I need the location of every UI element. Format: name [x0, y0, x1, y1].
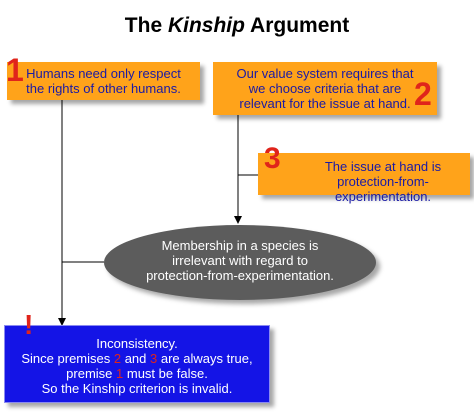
premise-3-number: 3	[264, 142, 281, 175]
premise-1-box: Humans need only respect the rights of o…	[7, 62, 200, 100]
premise-2-line-3: relevant for the issue at hand.	[239, 96, 411, 111]
premise-2-box: Our value system requires that we choose…	[213, 62, 437, 115]
inconsistency-line-4: So the Kinship criterion is invalid.	[41, 381, 233, 396]
inconsistency-line-1: Inconsistency.	[96, 336, 178, 351]
premise-3-box: The issue at hand is protection-from-exp…	[258, 153, 470, 204]
premise-2-number: 2	[414, 76, 432, 112]
premise-1-line-1: Humans need only respect	[26, 66, 181, 81]
title-prefix: The	[124, 14, 168, 37]
premise-1-line-2: the rights of other humans.	[26, 81, 181, 96]
premise-2-line-1: Our value system requires that	[236, 66, 414, 81]
inconsistency-line-3: premise 1 must be false.	[66, 366, 208, 381]
premise-3-line-2: protection-from-experimentation.	[334, 174, 432, 204]
conclusion-line-1: Membership in a species is	[161, 238, 319, 253]
conclusion-line-2: irrelevant with regard to	[172, 253, 308, 268]
title-suffix: Argument	[244, 14, 350, 37]
premise-3-line-1: The issue at hand is	[324, 159, 442, 174]
premise-2-line-2: we choose criteria that are	[248, 81, 402, 96]
title-italic: Kinship	[167, 14, 245, 37]
conclusion-line-3: protection-from-experimentation.	[146, 268, 334, 283]
inconsistency-line-2: Since premises 2 and 3 are always true,	[21, 351, 253, 366]
conclusion-oval: Membership in a species is irrelevant wi…	[104, 225, 376, 300]
inconsistency-box: Inconsistency. Since premises 2 and 3 ar…	[4, 325, 270, 403]
premise-1-number: 1	[6, 52, 24, 88]
diagram-title: The Kinship Argument	[0, 14, 474, 38]
inconsistency-mark: !	[24, 309, 34, 340]
